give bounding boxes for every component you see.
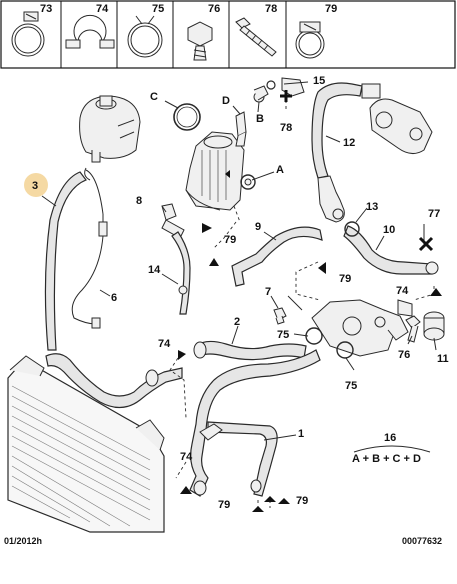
callout-15: 15 [313,75,325,87]
callout-74-mid: 74 [158,338,171,350]
callout-6: 6 [111,292,117,304]
worm-clamp-icon [11,11,45,57]
o-ring-13 [344,221,360,237]
arrow-markers [178,170,442,512]
callout-75-b: 75 [345,380,357,392]
callout-b: B [256,113,264,125]
hose-1 [189,349,321,497]
fitting-d [235,111,247,147]
callout-14: 14 [148,264,161,276]
callout-75-a: 75 [277,329,289,341]
hose-14 [171,231,191,315]
callout-10: 10 [383,224,395,236]
hose-9 [231,226,323,287]
callout-3-highlight [24,173,48,197]
screw-icon [235,17,277,57]
callout-13: 13 [366,201,378,213]
callout-2: 2 [234,316,240,328]
callout-d: D [222,95,230,107]
callouts: 3 C D B A 15 78 12 13 77 10 8 79 9 14 79… [24,75,449,511]
oil-filter-housing [185,131,245,211]
header-cell-74: 74 [96,3,109,15]
callout-8: 8 [136,195,142,207]
callout-77: 77 [428,208,440,220]
expansion-tank [79,95,141,163]
kit-number: 16 [384,432,396,444]
callout-a: A [276,164,284,176]
callout-74-lower: 74 [180,451,193,463]
header-cell-79: 79 [325,3,337,15]
callout-12: 12 [343,137,355,149]
clamp-75-lower [336,341,354,359]
header-strip: 73 74 75 76 78 79 [0,0,456,69]
bolt-76 [405,315,421,343]
egr-pipe [369,98,433,154]
kit-formula: A + B + C + D [352,453,421,465]
callout-3: 3 [32,180,38,192]
header-cell-75: 75 [152,3,164,15]
seal-a [240,174,256,190]
callout-79-b: 79 [339,273,351,285]
clamp-75-upper [305,327,323,345]
callout-79-d: 79 [296,495,308,507]
hose-1-branch [207,421,278,497]
footer-date: 01/2012h [4,536,42,546]
clip-clamp-icon [295,21,325,59]
callout-78-upper: 78 [280,122,292,134]
flange-bolt-icon [187,21,213,61]
bracket-clamp-icon [65,14,115,49]
connector-12 [317,175,345,223]
thermostat-housing [311,299,413,357]
callout-79-c: 79 [218,499,230,511]
leader-lines [41,81,437,441]
callout-11: 11 [437,353,449,365]
callout-7: 7 [265,286,271,298]
callout-74-right: 74 [396,285,409,297]
callout-76: 76 [398,349,410,361]
header-cell-73: 73 [40,3,52,15]
callout-79-a: 79 [224,234,236,246]
plug-11 [423,311,445,341]
header-cell-76: 76 [208,3,220,15]
header-cell-78: 78 [265,3,277,15]
bolt-7 [273,307,287,325]
hose-12 [311,82,381,179]
hose-2 [195,340,307,361]
o-ring-15 [266,80,276,90]
spring-clamp-icon [127,15,163,58]
callout-9: 9 [255,221,261,233]
kit-16-block: 16 A + B + C + D [352,432,431,465]
callout-1: 1 [298,428,304,440]
o-ring-c [173,103,201,131]
radiator [7,355,165,533]
sensor-wire-6 [71,169,108,329]
footer-ref: 00077632 [402,536,442,546]
callout-c: C [150,91,158,103]
cross-markers [280,90,434,252]
hose-3 [44,171,87,351]
fitting-8 [161,203,185,239]
